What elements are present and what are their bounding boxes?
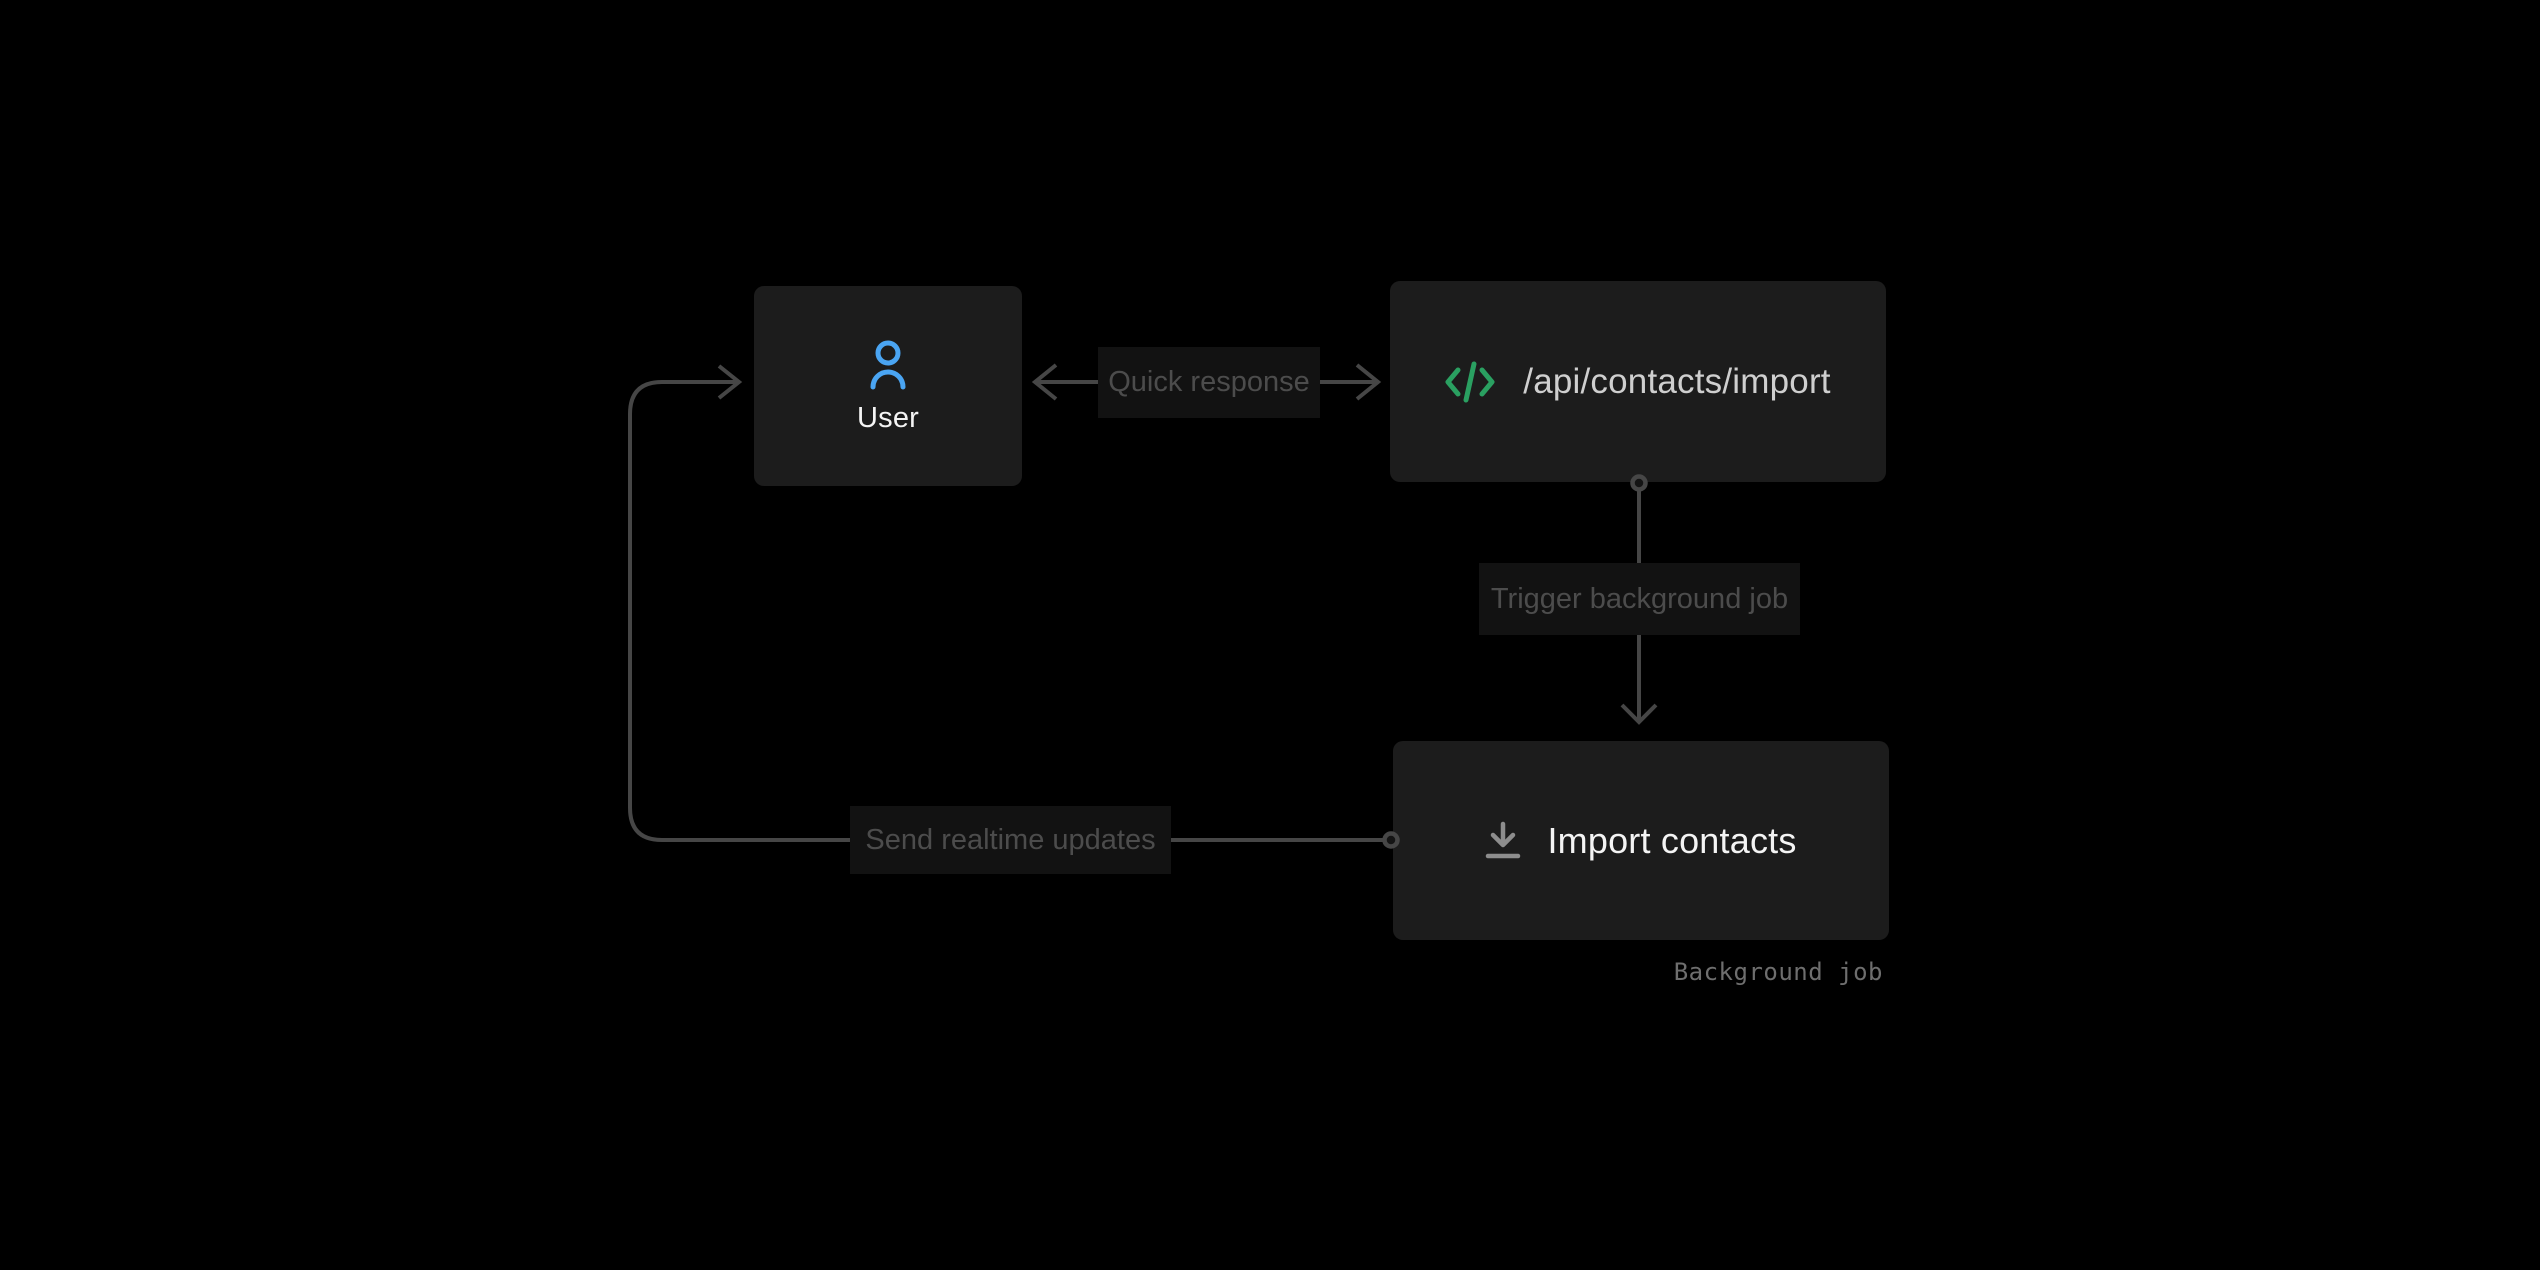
edge-label-send-realtime-updates: Send realtime updates xyxy=(850,806,1171,874)
user-icon xyxy=(870,340,906,389)
node-api-label: /api/contacts/import xyxy=(1523,362,1831,401)
edge-label-trigger-background-job: Trigger background job xyxy=(1479,563,1800,635)
edge-label-quick-response: Quick response xyxy=(1098,347,1320,418)
code-icon xyxy=(1445,361,1495,402)
node-import-label: Import contacts xyxy=(1547,819,1797,861)
node-user[interactable]: User xyxy=(754,286,1022,486)
arrowhead-loop-icon xyxy=(717,364,743,400)
connector-dot-api-bottom xyxy=(1630,474,1648,492)
node-user-label: User xyxy=(856,401,920,434)
arrowhead-right-icon xyxy=(1355,363,1382,401)
edge-send-line xyxy=(628,380,1383,842)
download-icon xyxy=(1486,821,1521,858)
node-api-endpoint[interactable]: /api/contacts/import xyxy=(1390,281,1886,482)
arrowhead-down-icon xyxy=(1620,703,1658,725)
arrowhead-left-icon xyxy=(1031,363,1058,401)
background-job-caption: Background job xyxy=(1673,958,1883,986)
node-import-contacts[interactable]: Import contacts xyxy=(1393,741,1889,940)
connector-dot-import-left xyxy=(1382,831,1400,849)
